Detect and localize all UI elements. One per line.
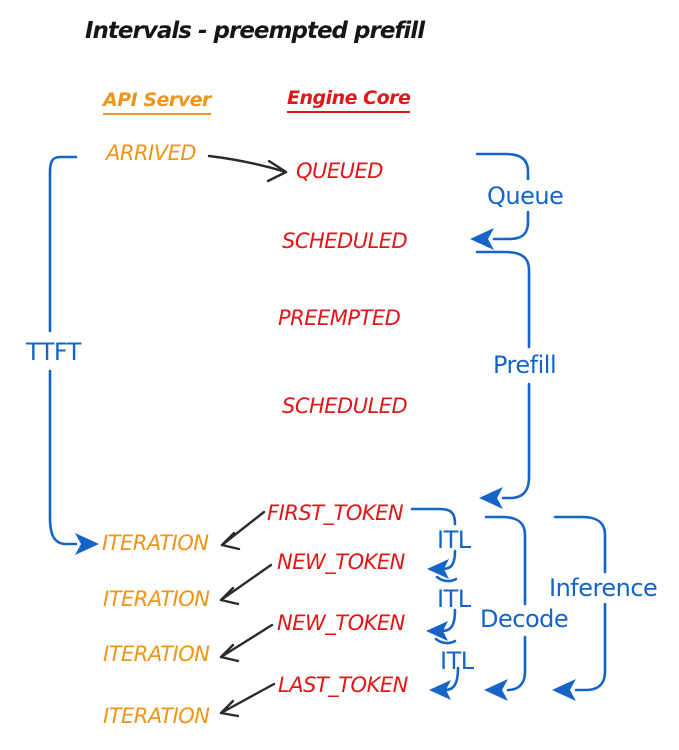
event-scheduled-2: SCHEDULED: [282, 394, 408, 418]
interval-label-queue: Queue: [487, 182, 564, 210]
event-last-token: LAST_TOKEN: [278, 673, 408, 697]
arrow-new-token-2-to-iteration: [219, 623, 274, 663]
event-arrived: ARRIVED: [106, 141, 197, 165]
arrow-last-token-to-iteration: [219, 682, 276, 718]
event-iteration-1: ITERATION: [102, 531, 209, 555]
column-header-api-server: API Server: [103, 91, 211, 115]
queue-arrowhead-left-icon: [470, 228, 494, 250]
decode-arrowhead-left-icon: [484, 679, 508, 701]
ttft-arrowhead-right-icon: [75, 533, 99, 555]
column-header-engine-core: Engine Core: [287, 89, 411, 113]
inference-arrowhead-left-icon: [552, 679, 576, 701]
itl-arrowhead-left-icon: [429, 680, 451, 700]
arrow-first-token-to-iteration: [220, 510, 266, 551]
event-new-token-2: NEW_TOKEN: [277, 611, 405, 635]
interval-label-itl-2: ITL: [437, 585, 471, 613]
itl-bracket-2: [426, 608, 457, 645]
prefill-arrowhead-left-icon: [479, 487, 503, 509]
interval-label-prefill: Prefill: [493, 351, 557, 379]
page-title: Intervals - preempted prefill: [85, 18, 425, 44]
arrow-new-token-1-to-iteration: [219, 563, 273, 606]
interval-label-inference: Inference: [549, 574, 658, 602]
event-first-token: FIRST_TOKEN: [267, 501, 404, 525]
interval-label-itl-1: ITL: [437, 526, 471, 554]
interval-label-decode: Decode: [480, 605, 569, 633]
event-iteration-2: ITERATION: [103, 587, 210, 611]
event-queued: QUEUED: [296, 159, 383, 183]
interval-label-itl-3: ITL: [440, 647, 474, 675]
prefill-bracket: [475, 250, 531, 509]
interval-label-ttft: TTFT: [26, 338, 81, 366]
event-new-token-1: NEW_TOKEN: [277, 550, 405, 574]
arrow-arrived-to-queued: [207, 154, 288, 183]
itl-arrowhead-left-icon: [426, 621, 448, 641]
event-iteration-4: ITERATION: [103, 704, 210, 728]
event-preempted: PREEMPTED: [278, 306, 401, 330]
event-iteration-3: ITERATION: [103, 642, 210, 666]
itl-arrowhead-left-icon: [427, 559, 449, 579]
event-scheduled-1: SCHEDULED: [282, 229, 408, 253]
